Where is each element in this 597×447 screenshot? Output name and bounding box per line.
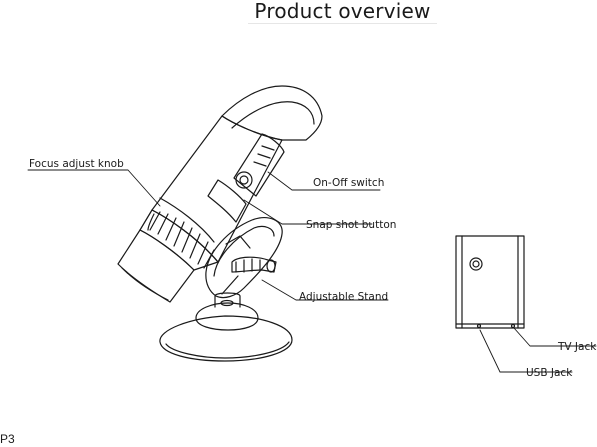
label-focus-adjust-knob: Focus adjust knob xyxy=(29,158,124,170)
label-usb-jack: USB Jack xyxy=(526,367,572,379)
label-on-off-switch: On-Off switch xyxy=(313,177,384,189)
suction-cup-base xyxy=(160,293,292,361)
side-view-device xyxy=(456,236,524,328)
label-snap-shot-button: Snap shot button xyxy=(306,219,396,231)
label-adjustable-stand: Adjustable Stand xyxy=(299,291,388,303)
leader-lines xyxy=(28,170,596,372)
label-tv-jack: TV Jack xyxy=(558,341,596,353)
microscope-body xyxy=(118,86,322,302)
page-number: P3 xyxy=(0,432,15,446)
